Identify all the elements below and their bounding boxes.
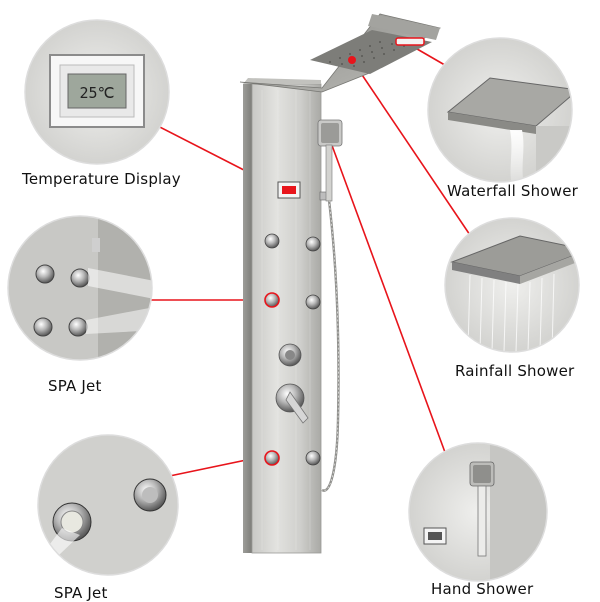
label-spa-jet-upper: SPA Jet — [48, 377, 102, 395]
hand-shower — [317, 119, 343, 202]
callout-hand-shower — [408, 442, 548, 582]
label-spa-jet-lower: SPA Jet — [54, 584, 108, 602]
label-temperature-display: Temperature Display — [22, 170, 181, 188]
shower-panel — [239, 13, 442, 554]
panel-jets — [264, 233, 321, 466]
label-hand-shower: Hand Shower — [431, 580, 534, 598]
leader-hand — [329, 139, 447, 456]
callout-temperature-display: 25℃ — [24, 19, 170, 165]
callout-waterfall-shower — [427, 37, 573, 183]
callout-spa-jet-lower — [37, 434, 179, 576]
callout-spa-jet-upper — [7, 215, 153, 361]
label-waterfall-shower: Waterfall Shower — [447, 182, 578, 200]
label-rainfall-shower: Rainfall Shower — [455, 362, 575, 380]
temperature-reading: 25℃ — [80, 84, 115, 102]
leader-rainfall — [351, 59, 471, 236]
callout-rainfall-shower — [444, 217, 580, 353]
